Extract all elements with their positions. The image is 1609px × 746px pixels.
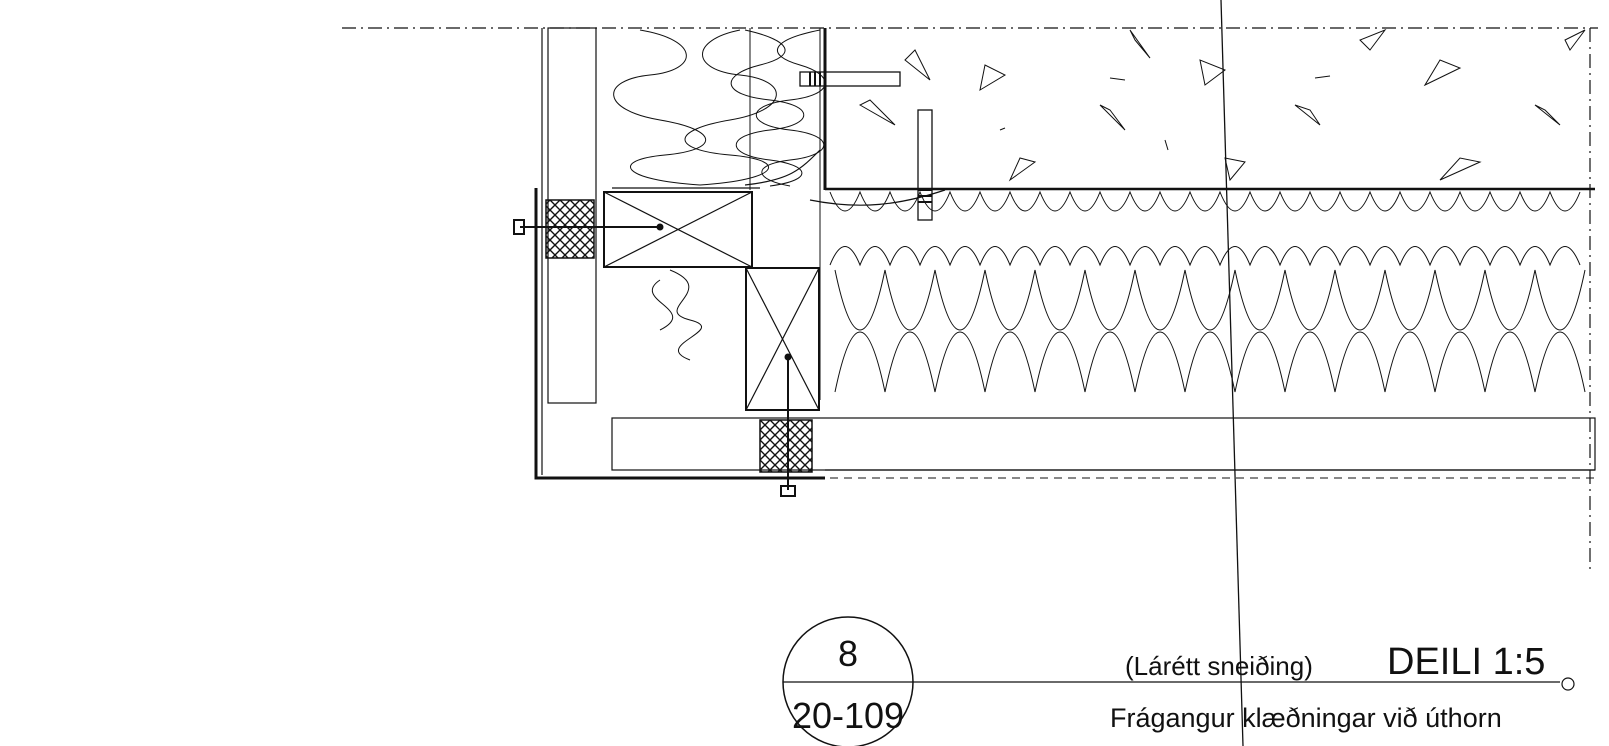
insulation-horizontal [651, 190, 1586, 393]
drawing-description: Frágangur klæðningar við úthorn [1110, 703, 1502, 733]
section-type-label: (Lárétt sneiðing) [1125, 651, 1313, 681]
concrete-wall [823, 28, 1595, 191]
detail-number: 8 [838, 633, 858, 674]
centerlines [342, 0, 1598, 746]
title-block: (Lárétt sneiðing) DEILI 1:5 Frágangur kl… [1110, 641, 1545, 733]
insulation-vertical [613, 28, 826, 400]
battens [545, 199, 813, 473]
timber-studs [603, 187, 820, 411]
fasteners [513, 71, 946, 497]
detail-sheet-reference: 20-109 [792, 695, 904, 736]
detail-marker: 8 20-109 [782, 616, 1575, 746]
cladding-boards [534, 27, 1596, 480]
drawing-title: DEILI 1:5 [1387, 641, 1545, 683]
